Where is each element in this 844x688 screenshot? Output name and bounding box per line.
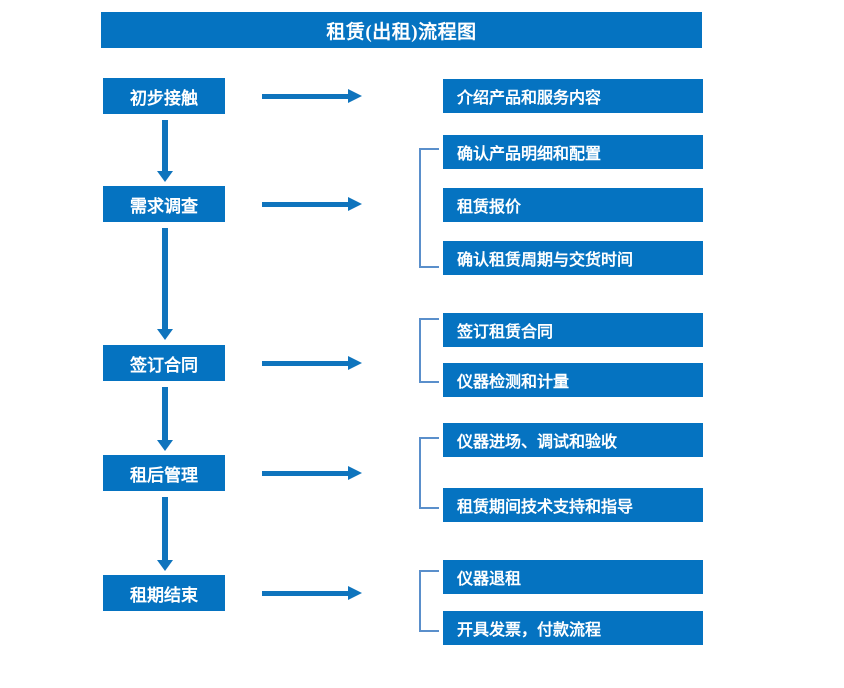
detail-box-instrument-return[interactable]: 仪器退租: [443, 560, 703, 594]
arrow-head: [157, 171, 173, 182]
arrow-shaft: [262, 361, 350, 366]
arrow-head: [157, 560, 173, 571]
group-bracket-post-rent-mgmt: [419, 437, 439, 509]
group-bracket-lease-end: [419, 570, 439, 632]
detail-box-instrument-test-metering[interactable]: 仪器检测和计量: [443, 363, 703, 397]
group-bracket-sign-contract: [419, 318, 439, 383]
detail-arrow-right-4: [262, 466, 362, 480]
stage-box-needs-survey[interactable]: 需求调查: [103, 186, 225, 222]
detail-box-invoice-payment[interactable]: 开具发票，付款流程: [443, 611, 703, 645]
stage-box-sign-contract[interactable]: 签订合同: [103, 345, 225, 381]
arrow-head: [348, 356, 362, 370]
detail-arrow-right-3: [262, 356, 362, 370]
detail-box-confirm-spec-config[interactable]: 确认产品明细和配置: [443, 135, 703, 169]
arrow-head: [348, 89, 362, 103]
arrow-head: [348, 586, 362, 600]
stage-box-lease-end[interactable]: 租期结束: [103, 575, 225, 611]
detail-box-introduce-product-service[interactable]: 介绍产品和服务内容: [443, 79, 703, 113]
flow-arrow-down-3: [155, 387, 175, 451]
detail-box-rental-quotation[interactable]: 租赁报价: [443, 188, 703, 222]
group-bracket-needs-survey: [419, 148, 439, 268]
detail-arrow-right-2: [262, 197, 362, 211]
flow-arrow-down-1: [155, 120, 175, 182]
stage-box-post-rent-mgmt[interactable]: 租后管理: [103, 455, 225, 491]
page-title: 租赁(出租)流程图: [101, 12, 702, 48]
detail-box-instrument-onsite-commission[interactable]: 仪器进场、调试和验收: [443, 423, 703, 457]
arrow-head: [348, 197, 362, 211]
arrow-shaft: [162, 497, 168, 560]
arrow-head: [348, 466, 362, 480]
flow-arrow-down-4: [155, 497, 175, 571]
arrow-head: [157, 329, 173, 340]
detail-box-sign-rental-contract[interactable]: 签订租赁合同: [443, 313, 703, 347]
arrow-head: [157, 440, 173, 451]
detail-arrow-right-5: [262, 586, 362, 600]
detail-box-confirm-period-delivery[interactable]: 确认租赁周期与交货时间: [443, 241, 703, 275]
arrow-shaft: [162, 120, 168, 171]
detail-arrow-right-1: [262, 89, 362, 103]
flow-arrow-down-2: [155, 228, 175, 340]
arrow-shaft: [262, 591, 350, 596]
arrow-shaft: [162, 228, 168, 329]
detail-box-tech-support-guidance[interactable]: 租赁期间技术支持和指导: [443, 488, 703, 522]
arrow-shaft: [262, 94, 350, 99]
arrow-shaft: [262, 471, 350, 476]
arrow-shaft: [262, 202, 350, 207]
stage-box-initial-contact[interactable]: 初步接触: [103, 78, 225, 114]
arrow-shaft: [162, 387, 168, 440]
